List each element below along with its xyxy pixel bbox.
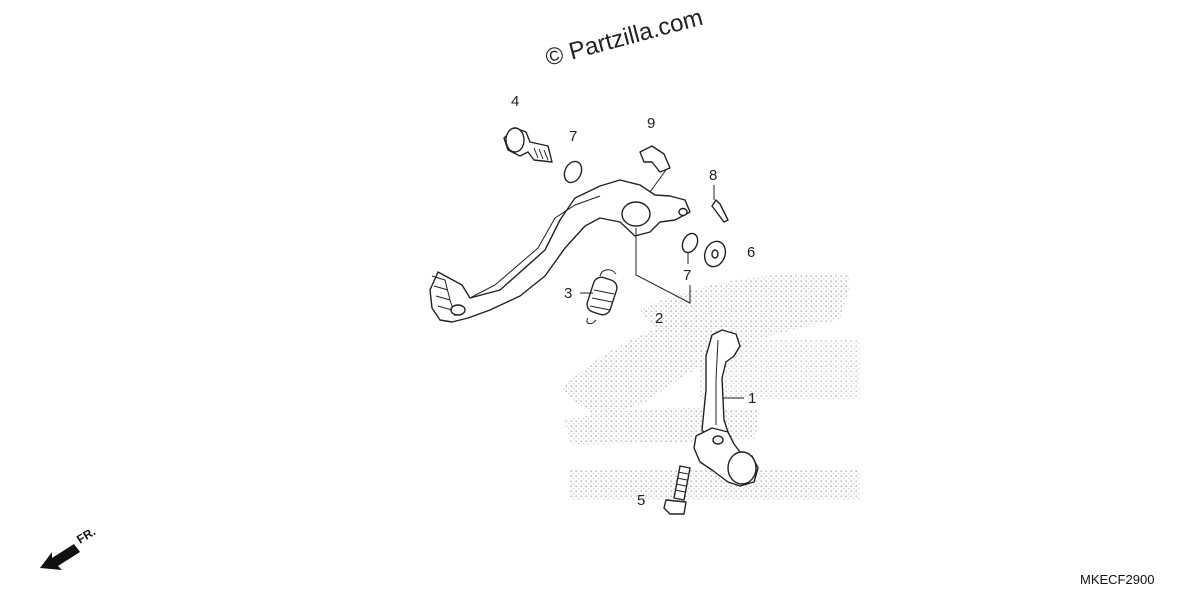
diagram-code: MKECF2900 [1080,572,1154,587]
front-arrow-icon [40,544,80,570]
callout-5: 5 [637,492,645,509]
logo-watermark [560,273,860,500]
front-direction-indicator: FR. [40,524,98,570]
callout-2: 2 [655,310,663,327]
callout-6: 6 [747,244,755,261]
callout-7-lower: 7 [683,267,691,284]
leader-2 [635,228,691,304]
pivot-bolt-part [503,127,553,163]
o-ring-upper-part [563,160,583,184]
clip-part [639,145,671,173]
brake-pedal-part [429,179,691,323]
o-ring-lower-part [681,232,699,254]
callout-8: 8 [709,167,717,184]
return-spring-part [586,269,618,325]
front-label: FR. [74,524,98,546]
bolt-part [663,465,691,515]
washer-part [703,240,727,268]
cotter-pin-part [711,199,729,223]
callout-9: 9 [647,115,655,132]
callout-4: 4 [511,93,519,110]
watermark-text: © Partzilla.com [543,4,706,72]
shift-lever-part [693,329,759,487]
leader-9 [649,169,667,193]
callout-1: 1 [748,390,756,407]
callout-7-upper: 7 [569,128,577,145]
callout-3: 3 [564,285,572,302]
